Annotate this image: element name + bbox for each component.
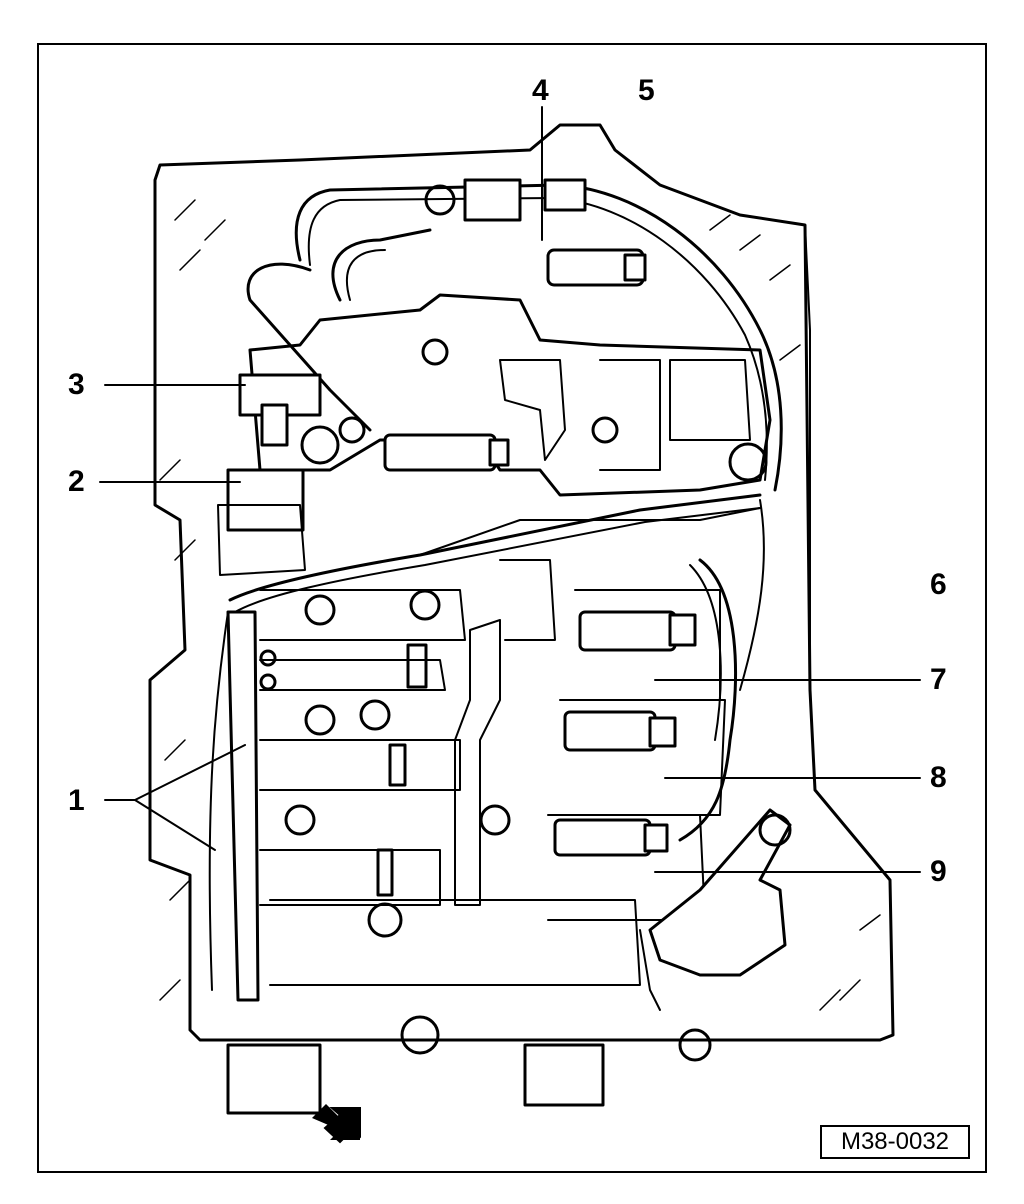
callout-2: 2: [68, 465, 85, 498]
wire-harness-top: [294, 183, 783, 492]
bracket-lower-right: [648, 808, 792, 977]
wire-harness-right: [678, 558, 738, 842]
callout-3: 3: [68, 368, 85, 401]
solenoid-2: [226, 468, 305, 532]
connector-left: [226, 1043, 322, 1115]
figure-id-label: M38-0032: [820, 1125, 970, 1159]
callout-5: 5: [638, 74, 655, 107]
wire-loop-far-left: [246, 262, 372, 432]
wire-harness-diagonal: [228, 493, 762, 602]
wire-loop-left: [331, 228, 432, 302]
housing-inner-edge: [804, 224, 811, 691]
housing-outline: [148, 123, 895, 1042]
leader-lines: [99, 106, 921, 873]
callout-9: 9: [930, 855, 947, 888]
valve-bores-left: [259, 589, 641, 986]
plug-top: [463, 178, 522, 222]
hatch-marks: [159, 199, 881, 1011]
callout-7: 7: [930, 663, 947, 696]
connector-right: [523, 1043, 605, 1107]
callout-4: 4: [532, 74, 549, 107]
long-tube: [226, 610, 260, 1002]
callout-1: 1: [68, 784, 85, 817]
callout-8: 8: [930, 761, 947, 794]
callout-6: 6: [930, 568, 947, 601]
vertical-channel: [454, 619, 501, 906]
